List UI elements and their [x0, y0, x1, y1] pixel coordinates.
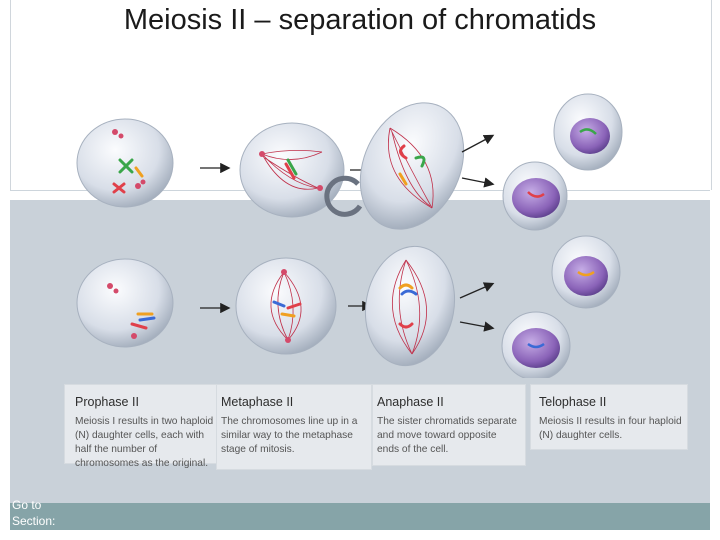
anaphase-cell-top [359, 102, 465, 230]
spindle-icon [388, 127, 434, 209]
phase-label: Metaphase II [221, 395, 294, 409]
chromosome-icon [284, 158, 298, 180]
arrow-icon [461, 177, 495, 188]
phase-label: Prophase II [75, 395, 139, 409]
phase-description: The chromosomes line up in a similar way… [221, 416, 358, 455]
telophase-cell-4 [501, 311, 571, 378]
phase-description: The sister chromatids separate and move … [377, 416, 517, 455]
chromosome-icon [577, 270, 595, 277]
telophase-cell-2 [502, 161, 568, 231]
centriole-icon [112, 129, 124, 139]
phase-panel-prophase: Prophase II Meiosis I results in two hap… [64, 384, 218, 469]
chromosome-icon [398, 144, 426, 186]
anaphase-cell-bottom [364, 245, 456, 367]
chromosome-icon [579, 128, 597, 135]
meiosis-diagram [76, 93, 623, 378]
metaphase-cell-top [239, 122, 345, 218]
arrow-icon [459, 321, 495, 332]
telophase-cell-1 [553, 93, 623, 171]
footer-bar [10, 503, 710, 530]
chromosome-icon [272, 300, 302, 318]
chromosome-icon [112, 158, 144, 194]
metaphase-cell-bottom [235, 257, 337, 355]
chromosome-icon [527, 342, 545, 349]
chromosome-icon [398, 283, 418, 329]
page-title: Meiosis II – separation of chromatids [123, 4, 597, 36]
phase-description: Meiosis I results in two haploid (N) dau… [75, 416, 214, 469]
arrow-icon [459, 282, 495, 299]
centriole-icon [135, 179, 146, 189]
prophase-cell-top [76, 118, 174, 208]
phase-panel-anaphase: Anaphase II The sister chromatids separa… [372, 384, 526, 466]
phase-label: Anaphase II [377, 395, 444, 409]
arrow-icon [461, 134, 495, 153]
phase-description: Meiosis II results in four haploid (N) d… [539, 416, 682, 441]
prophase-cell-bottom [76, 258, 174, 348]
cycle-arrow-icon [324, 175, 363, 217]
phase-label: Telophase II [539, 395, 607, 409]
chromosome-icon [130, 312, 156, 330]
go-to-section-link[interactable]: Go to Section: [12, 498, 56, 528]
spindle-icon [391, 259, 428, 355]
chromosome-icon [527, 191, 545, 198]
divider [10, 190, 710, 201]
phase-panel-metaphase: Metaphase II The chromosomes line up in … [216, 384, 372, 470]
telophase-cell-3 [551, 235, 621, 309]
phase-panel-telophase: Telophase II Meiosis II results in four … [530, 384, 688, 450]
